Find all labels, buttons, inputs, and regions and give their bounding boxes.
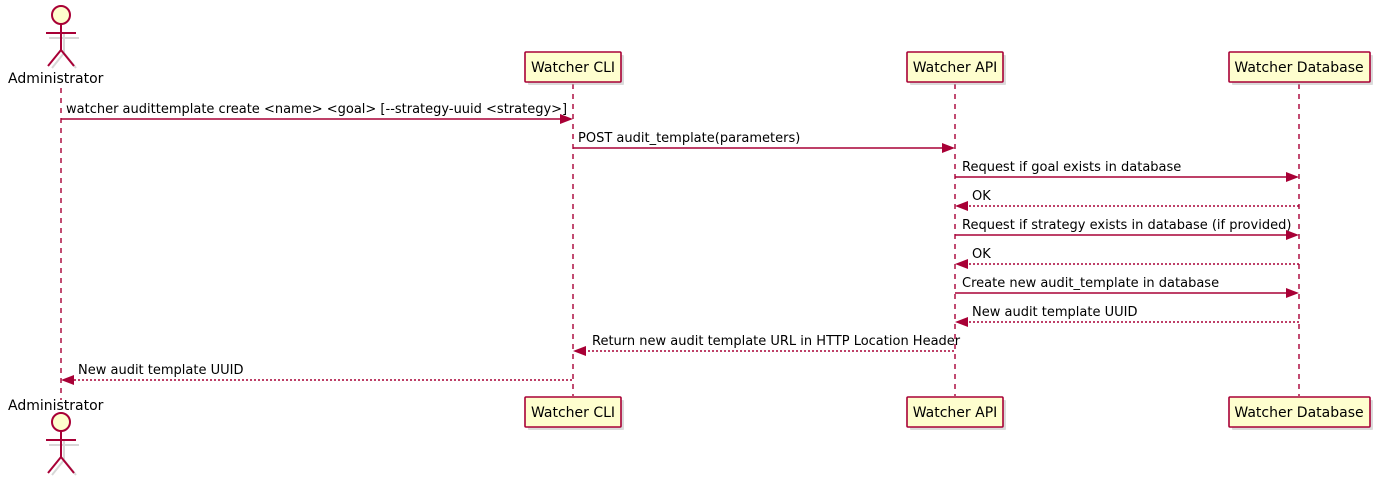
participant-box-watcher-api-top[interactable]: Watcher API — [906, 51, 1006, 85]
participant-box-watcher-cli-bottom[interactable]: Watcher CLI — [524, 396, 624, 430]
message-4[interactable]: OK — [955, 189, 1299, 211]
participant-box-watcher-database-top[interactable]: Watcher Database — [1228, 51, 1373, 85]
actor-head-icon-bottom — [51, 412, 71, 432]
actor-body-icon-bottom — [46, 431, 76, 474]
message-7-arrowhead-icon — [1286, 288, 1299, 298]
box-rect-cli-top — [524, 51, 622, 83]
participant-label-watcher-database-top: Watcher Database — [1234, 60, 1363, 76]
message-7-label: Create new audit_template in database — [962, 276, 1219, 291]
message-7[interactable]: Create new audit_template in database — [955, 276, 1299, 298]
message-8[interactable]: New audit template UUID — [955, 305, 1299, 327]
message-6-arrowhead-icon — [955, 259, 968, 269]
actor-label-administrator-bottom: Administrator — [8, 398, 104, 414]
message-2-label: POST audit_template(parameters) — [578, 131, 800, 146]
message-8-arrowhead-icon — [955, 317, 968, 327]
box-rect-api-bottom — [906, 396, 1004, 428]
actor-administrator-top[interactable]: Administrator — [8, 5, 104, 87]
participant-label-watcher-cli-top: Watcher CLI — [531, 60, 615, 76]
message-4-arrowhead-icon — [955, 201, 968, 211]
message-5-label: Request if strategy exists in database (… — [962, 218, 1291, 233]
message-3-arrowhead-icon — [1286, 172, 1299, 182]
message-10-label: New audit template UUID — [78, 363, 243, 378]
message-3-label: Request if goal exists in database — [962, 160, 1181, 175]
participant-box-watcher-api-bottom[interactable]: Watcher API — [906, 396, 1006, 430]
message-9[interactable]: Return new audit template URL in HTTP Lo… — [573, 334, 961, 356]
message-9-arrowhead-icon — [573, 346, 586, 356]
message-2-arrowhead-icon — [942, 143, 955, 153]
message-5-arrowhead-icon — [1286, 230, 1299, 240]
box-rect-cli-bottom — [524, 396, 622, 428]
actor-head-icon-top — [51, 5, 71, 25]
participant-label-watcher-database-bottom: Watcher Database — [1234, 405, 1363, 421]
message-1-label: watcher audittemplate create <name> <goa… — [66, 102, 567, 117]
message-10[interactable]: New audit template UUID — [61, 363, 572, 385]
actor-administrator-bottom[interactable]: Administrator — [8, 398, 104, 476]
actor-label-administrator-top: Administrator — [8, 71, 104, 87]
message-3[interactable]: Request if goal exists in database — [955, 160, 1299, 182]
participant-box-watcher-database-bottom[interactable]: Watcher Database — [1228, 396, 1373, 430]
participant-label-watcher-api-top: Watcher API — [913, 60, 998, 76]
message-6-label: OK — [972, 247, 991, 262]
box-rect-api-top — [906, 51, 1004, 83]
message-8-label: New audit template UUID — [972, 305, 1137, 320]
message-9-label: Return new audit template URL in HTTP Lo… — [592, 334, 961, 349]
actor-body-icon-top — [46, 24, 76, 67]
message-6[interactable]: OK — [955, 247, 1299, 269]
message-2[interactable]: POST audit_template(parameters) — [573, 131, 955, 153]
box-rect-db-top — [1228, 51, 1371, 83]
actor-shadow-top — [49, 33, 79, 69]
actor-shadow-bottom — [49, 440, 79, 476]
message-5[interactable]: Request if strategy exists in database (… — [955, 218, 1299, 240]
message-10-arrowhead-icon — [61, 375, 74, 385]
box-rect-db-bottom — [1228, 396, 1371, 428]
message-1-arrowhead-icon — [560, 114, 573, 124]
participant-box-watcher-cli-top[interactable]: Watcher CLI — [524, 51, 624, 85]
message-1[interactable]: watcher audittemplate create <name> <goa… — [61, 102, 573, 124]
participant-label-watcher-cli-bottom: Watcher CLI — [531, 405, 615, 421]
lifelines — [60, 84, 1300, 400]
message-4-label: OK — [972, 189, 991, 204]
participant-label-watcher-api-bottom: Watcher API — [913, 405, 998, 421]
